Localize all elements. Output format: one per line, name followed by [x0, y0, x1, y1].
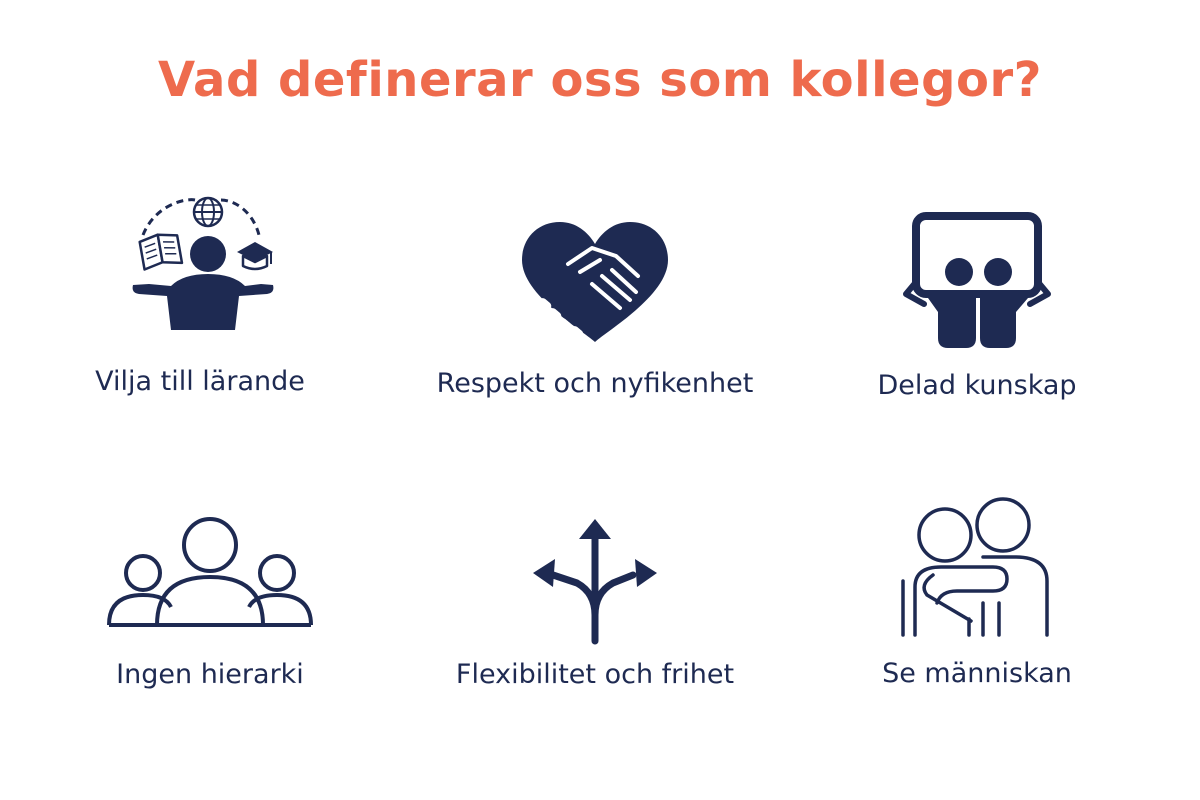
- value-item-flexibility: Flexibilitet och frihet: [415, 515, 775, 705]
- value-label: Ingen hierarki: [116, 659, 304, 690]
- value-item-respect: Respekt och nyfikenhet: [415, 190, 775, 420]
- value-item-shared-knowledge: Delad kunskap: [797, 190, 1157, 420]
- value-item-learning: Vilja till lärande: [20, 190, 380, 420]
- value-label: Delad kunskap: [877, 370, 1077, 401]
- value-label: Vilja till lärande: [95, 366, 305, 397]
- value-label: Respekt och nyfikenhet: [436, 368, 754, 399]
- group-people-icon: [105, 515, 315, 630]
- presentation-board-icon: [902, 212, 1052, 352]
- value-item-see-the-person: Se människan: [797, 495, 1157, 705]
- heart-handshake-icon: [520, 220, 670, 345]
- hug-icon: [897, 495, 1057, 640]
- value-item-no-hierarchy: Ingen hierarki: [30, 515, 390, 705]
- value-label: Se människan: [882, 658, 1072, 689]
- value-label: Flexibilitet och frihet: [455, 659, 735, 690]
- page-title: Vad definerar oss som kollegor?: [158, 52, 1042, 108]
- split-arrows-icon: [525, 517, 665, 645]
- learning-person-icon: [125, 190, 275, 335]
